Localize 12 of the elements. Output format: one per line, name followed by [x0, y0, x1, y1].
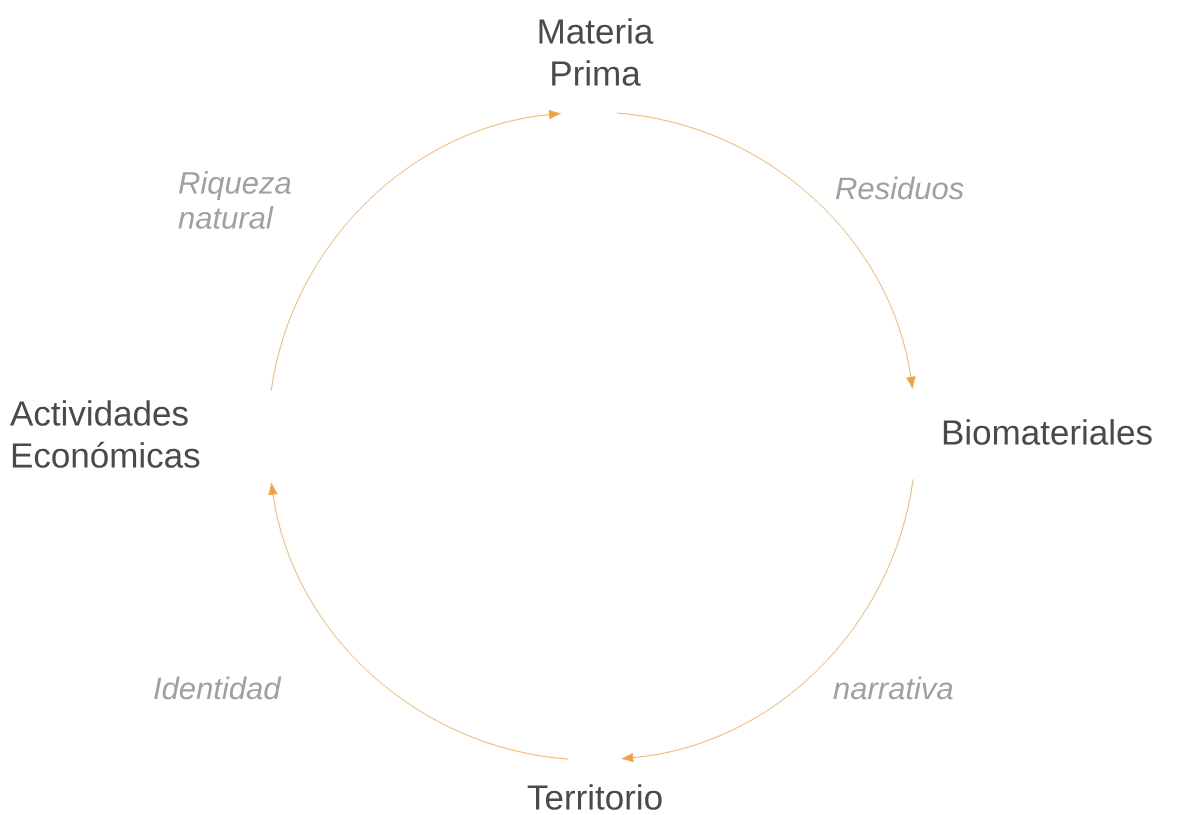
edge-label: Identidad — [154, 676, 282, 700]
edge-label: Riqueza natural — [178, 171, 291, 229]
edge-label: narrativa — [833, 676, 953, 700]
node-label: Actividades Económicas — [10, 400, 200, 468]
node-label: Territorio — [527, 784, 662, 810]
arrow — [621, 479, 914, 763]
arrow — [268, 482, 569, 760]
node-label: Materia Prima — [539, 18, 654, 86]
node-label: Biomateriales — [943, 419, 1152, 445]
edge-label: Residuos — [835, 176, 964, 200]
arrow — [270, 109, 561, 391]
arrow — [616, 112, 916, 389]
